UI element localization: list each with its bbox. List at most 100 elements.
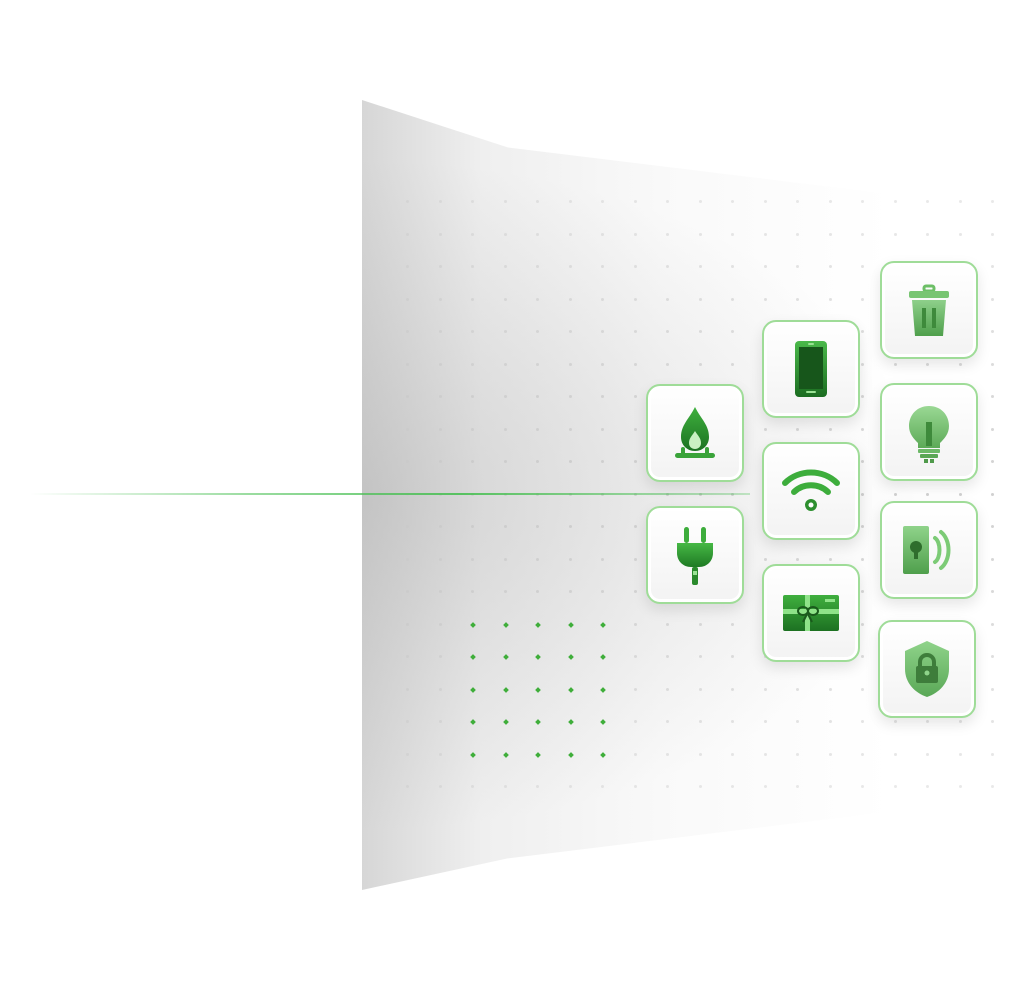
grid-dot xyxy=(894,233,897,236)
grid-dot xyxy=(439,330,442,333)
grid-dot xyxy=(634,720,637,723)
accent-dot xyxy=(568,719,574,725)
grid-dot xyxy=(439,265,442,268)
grid-dot xyxy=(634,525,637,528)
accent-dot xyxy=(503,687,509,693)
grid-dot xyxy=(829,200,832,203)
grid-dot xyxy=(406,298,409,301)
accent-dot xyxy=(568,622,574,628)
grid-dot xyxy=(439,233,442,236)
grid-dot xyxy=(471,395,474,398)
grid-dot xyxy=(634,460,637,463)
grid-dot xyxy=(504,298,507,301)
accent-dot xyxy=(600,719,606,725)
trash-tile xyxy=(880,261,978,359)
grid-dot xyxy=(406,623,409,626)
contactless-tile xyxy=(880,501,978,599)
grid-dot xyxy=(861,200,864,203)
grid-dot xyxy=(796,753,799,756)
grid-dot xyxy=(406,330,409,333)
smartphone-icon xyxy=(795,341,827,397)
grid-dot xyxy=(634,395,637,398)
grid-dot xyxy=(926,493,929,496)
grid-dot xyxy=(569,330,572,333)
grid-dot xyxy=(861,395,864,398)
grid-dot xyxy=(861,785,864,788)
grid-dot xyxy=(536,428,539,431)
accent-dot xyxy=(600,622,606,628)
accent-dot xyxy=(600,752,606,758)
grid-dot xyxy=(861,460,864,463)
grid-dot xyxy=(829,753,832,756)
grid-dot xyxy=(959,785,962,788)
grid-dot xyxy=(699,363,702,366)
grid-dot xyxy=(861,298,864,301)
gas-flame-icon xyxy=(675,407,715,458)
grid-dot xyxy=(471,233,474,236)
grid-dot xyxy=(991,525,994,528)
grid-dot xyxy=(991,330,994,333)
grid-dot xyxy=(406,428,409,431)
grid-dot xyxy=(406,655,409,658)
grid-dot xyxy=(764,265,767,268)
grid-dot xyxy=(764,233,767,236)
grid-dot xyxy=(959,233,962,236)
grid-dot xyxy=(601,395,604,398)
grid-dot xyxy=(536,363,539,366)
grid-dot xyxy=(991,688,994,691)
grid-dot xyxy=(634,298,637,301)
grid-dot xyxy=(406,395,409,398)
grid-dot xyxy=(764,785,767,788)
grid-dot xyxy=(796,558,799,561)
grid-dot xyxy=(666,363,669,366)
grid-dot xyxy=(731,265,734,268)
grid-dot xyxy=(504,428,507,431)
grid-dot xyxy=(796,265,799,268)
grid-dot xyxy=(439,395,442,398)
grid-dot xyxy=(894,493,897,496)
gift-card-tile xyxy=(762,564,860,662)
grid-dot xyxy=(634,688,637,691)
grid-dot xyxy=(991,558,994,561)
grid-dot xyxy=(861,688,864,691)
grid-dot xyxy=(731,688,734,691)
grid-dot xyxy=(894,200,897,203)
gas-tile xyxy=(646,384,744,482)
grid-dot xyxy=(829,233,832,236)
grid-dot xyxy=(926,720,929,723)
grid-dot xyxy=(991,395,994,398)
grid-dot xyxy=(406,785,409,788)
grid-dot xyxy=(861,330,864,333)
grid-dot xyxy=(991,655,994,658)
grid-dot xyxy=(536,265,539,268)
grid-dot xyxy=(504,200,507,203)
trash-icon xyxy=(909,284,949,336)
grid-dot xyxy=(569,428,572,431)
grid-dot xyxy=(991,298,994,301)
grid-dot xyxy=(829,688,832,691)
grid-dot xyxy=(504,233,507,236)
grid-dot xyxy=(406,558,409,561)
grid-dot xyxy=(699,623,702,626)
grid-dot xyxy=(894,785,897,788)
accent-dot xyxy=(600,687,606,693)
grid-dot xyxy=(406,233,409,236)
grid-dot xyxy=(439,590,442,593)
grid-dot xyxy=(536,330,539,333)
grid-dot xyxy=(731,363,734,366)
grid-dot xyxy=(634,233,637,236)
grid-dot xyxy=(504,558,507,561)
grid-dot xyxy=(699,753,702,756)
grid-dot xyxy=(829,298,832,301)
grid-dot xyxy=(471,330,474,333)
grid-dot xyxy=(894,363,897,366)
accent-dot xyxy=(470,719,476,725)
grid-dot xyxy=(796,720,799,723)
grid-dot xyxy=(731,200,734,203)
accent-dot xyxy=(535,687,541,693)
accent-dot xyxy=(535,654,541,660)
grid-dot xyxy=(991,753,994,756)
grid-dot xyxy=(634,330,637,333)
grid-dot xyxy=(634,558,637,561)
